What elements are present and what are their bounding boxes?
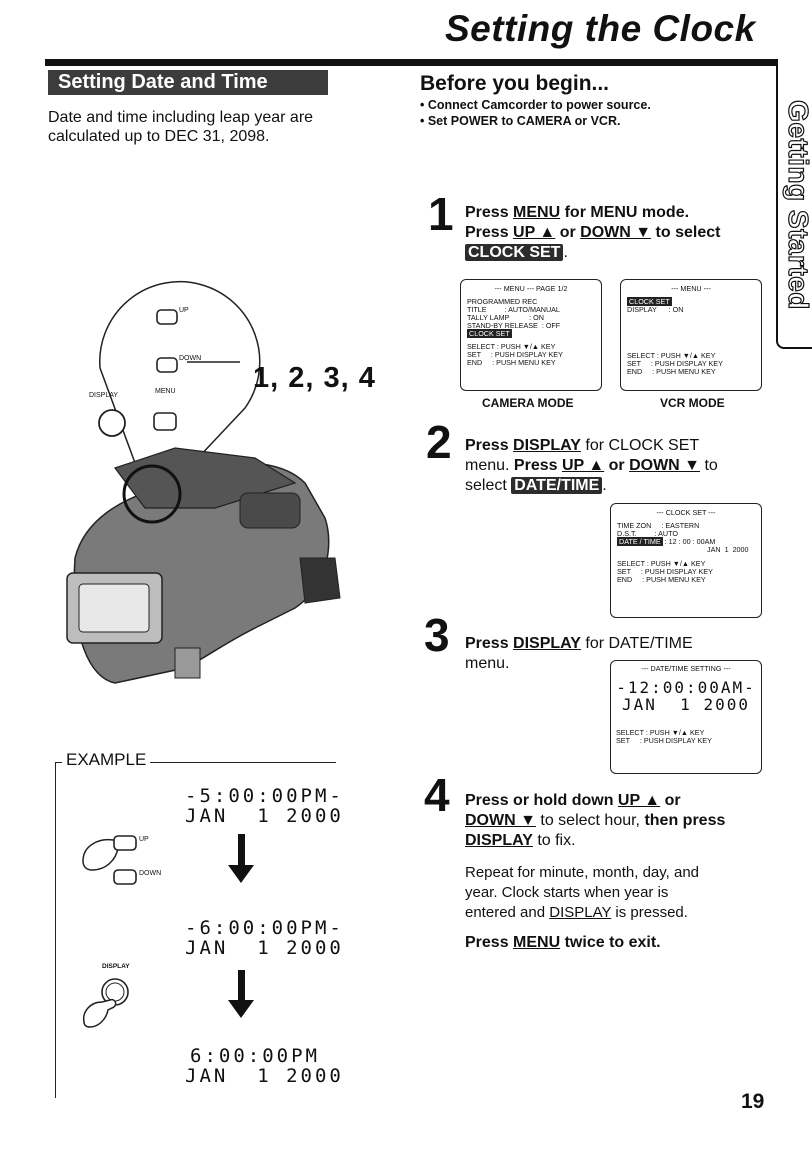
up-button-icon: [156, 309, 178, 325]
before-item: • Set POWER to CAMERA or VCR.: [420, 114, 621, 128]
date-readout: JAN 1 2000: [622, 695, 750, 714]
camera-mode-caption: CAMERA MODE: [482, 396, 574, 410]
section-heading: Setting Date and Time: [48, 70, 328, 95]
step3-text: Press DISPLAY for DATE/TIME menu.: [465, 635, 693, 672]
step1-text: Press MENU for MENU mode. Press UP ▲ or …: [465, 204, 721, 261]
zoom-callout-shape: [99, 280, 261, 494]
example-down-label: DOWN: [139, 870, 162, 877]
example-time-1: -5:00:00PM-: [185, 785, 344, 807]
step4-exit-text: Press MENU twice to exit.: [465, 934, 661, 951]
example-time-2: -6:00:00PM-: [185, 917, 344, 939]
clock-set-highlight: CLOCK SET: [465, 244, 564, 261]
example-date-2: JAN 1 2000: [185, 937, 344, 959]
highlight-circle: [122, 464, 182, 524]
down-button-icon: [156, 357, 178, 373]
side-tab: Getting Started: [776, 59, 812, 349]
finger-press-display-icon: [82, 978, 129, 1028]
date-time-highlight: DATE/TIME: [511, 477, 603, 494]
clock-set-screen: --- CLOCK SET --- TIME ZON : EASTERN D.S…: [610, 503, 762, 618]
step4-repeat-text: Repeat for minute, month, day, and year.…: [465, 864, 700, 921]
example-label: EXAMPLE: [62, 750, 151, 770]
display-button-icon: [98, 409, 126, 437]
step-number: 4: [424, 769, 450, 821]
example-time-3: 6:00:00PM: [190, 1045, 320, 1067]
vcr-menu-screen: --- MENU --- CLOCK SET DISPLAY : ON SELE…: [620, 279, 762, 391]
intro-text: Date and time including leap year are ca…: [48, 108, 378, 146]
example-date-3: JAN 1 2000: [185, 1065, 344, 1087]
page-number: 19: [741, 1090, 765, 1113]
intro-line: calculated up to DEC 31, 2098.: [48, 128, 270, 145]
camera-menu-screen: --- MENU --- PAGE 1/2 PROGRAMMED REC TIT…: [460, 279, 602, 391]
time-readout: -12:00:00AM-: [616, 678, 756, 697]
down-arrow-icon: [238, 834, 245, 866]
example-box: [55, 762, 336, 1098]
menu-button-label: MENU: [155, 388, 176, 395]
example-display-label: DISPLAY: [102, 963, 130, 970]
example-date-1: JAN 1 2000: [185, 805, 344, 827]
step-number: 3: [424, 609, 450, 661]
down-button-label: DOWN: [179, 355, 202, 362]
finger-press-up-icon: [82, 835, 137, 885]
example-up-label: UP: [139, 836, 149, 843]
down-arrow-icon: [238, 970, 245, 1002]
side-tab-label: Getting Started: [782, 100, 812, 311]
before-list: • Connect Camcorder to power source. • S…: [420, 97, 651, 129]
before-title: Before you begin...: [420, 72, 610, 95]
up-button-label: UP: [179, 307, 189, 314]
step-callout: 1, 2, 3, 4: [253, 362, 376, 394]
step2-text: Press DISPLAY for CLOCK SET menu. Press …: [465, 437, 718, 494]
date-time-screen: --- DATE/TIME SETTING --- -12:00:00AM- J…: [610, 660, 762, 774]
down-arrow-head-icon: [228, 1000, 254, 1018]
camera-illustration: [66, 280, 341, 684]
display-button-label: DISPLAY: [89, 392, 119, 399]
menu-button-icon: [153, 412, 177, 431]
down-arrow-head-icon: [228, 865, 254, 883]
page-title: Setting the Clock: [445, 8, 756, 49]
step-number: 1: [428, 188, 454, 240]
intro-line: Date and time including leap year are: [48, 109, 314, 126]
header-rule: [45, 59, 787, 66]
step4-text: Press or hold down UP ▲ or DOWN ▼ to sel…: [465, 792, 726, 849]
before-item: • Connect Camcorder to power source.: [420, 98, 651, 112]
camcorder-icon: [66, 447, 341, 684]
vcr-mode-caption: VCR MODE: [660, 396, 725, 410]
step-number: 2: [426, 416, 452, 468]
